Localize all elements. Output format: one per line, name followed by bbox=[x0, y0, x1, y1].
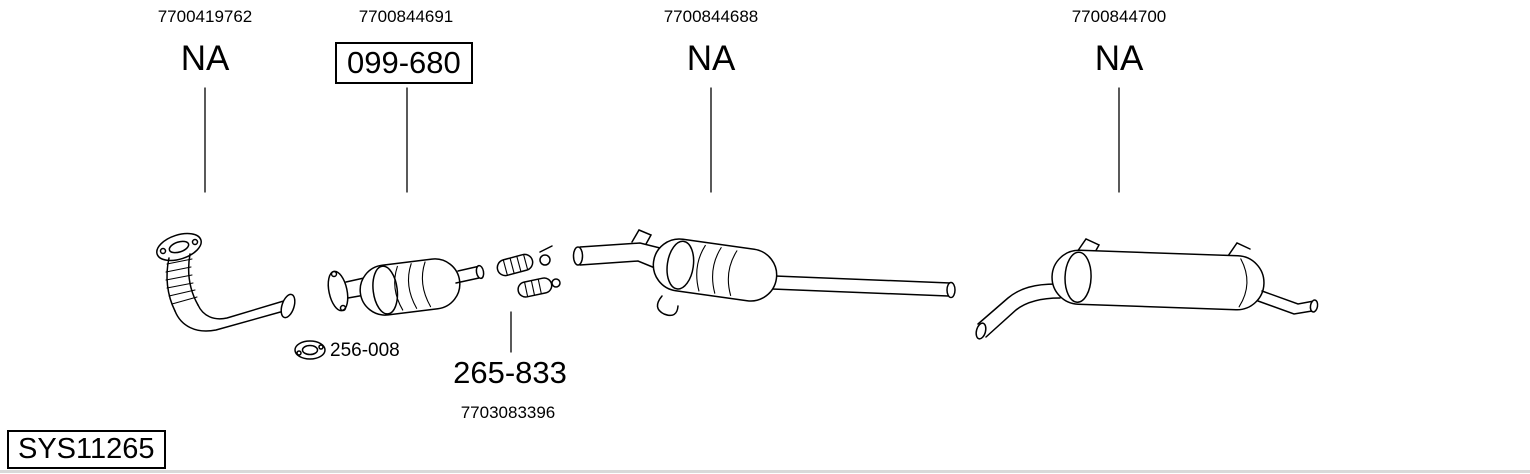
part-label-4: NA bbox=[1094, 39, 1144, 78]
part-label-1: NA bbox=[180, 39, 230, 78]
leader-lines bbox=[204, 87, 1120, 353]
bottom-border bbox=[0, 470, 1530, 473]
part-label-3: NA bbox=[686, 39, 736, 78]
part-ref-2: 7700844691 bbox=[358, 7, 454, 26]
part-ref-1: 7700419762 bbox=[157, 7, 253, 26]
mounting-kit-label: 265-833 bbox=[453, 355, 567, 390]
front-pipe-drawing bbox=[156, 232, 296, 332]
mounting-kit-ref: 7703083396 bbox=[460, 403, 556, 422]
gasket-icon bbox=[294, 340, 326, 360]
center-muffler-drawing bbox=[572, 229, 956, 317]
mounting-kit-drawing bbox=[496, 245, 561, 298]
part-ref-4: 7700844700 bbox=[1071, 7, 1167, 26]
part-label-2: 099-680 bbox=[335, 42, 473, 84]
system-code-badge: SYS11265 bbox=[7, 430, 166, 469]
gasket-label: 256-008 bbox=[330, 340, 400, 361]
part-ref-3: 7700844688 bbox=[663, 7, 759, 26]
catalytic-converter-drawing bbox=[327, 258, 485, 316]
rear-muffler-drawing bbox=[975, 238, 1319, 340]
